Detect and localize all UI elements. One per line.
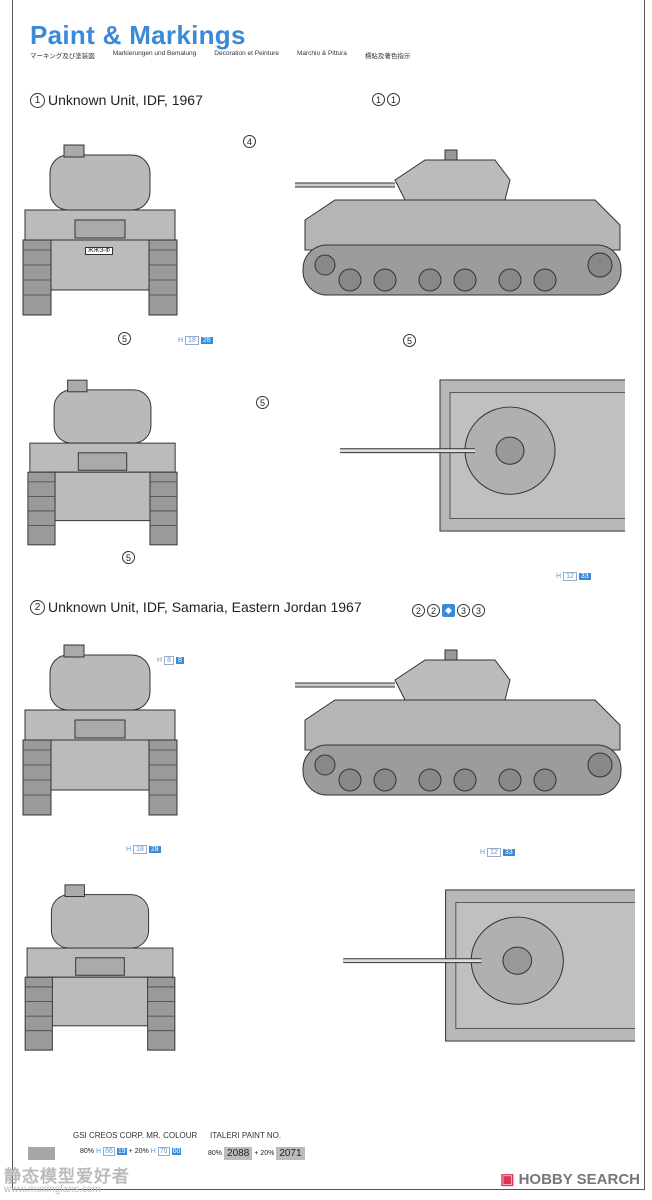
tank-rear-view (25, 375, 180, 550)
paint-code: 33 (578, 573, 591, 580)
callout-num: 5 (403, 334, 416, 347)
subtitle-de: Markierungen und Bemalung (112, 50, 197, 57)
page-frame (12, 0, 645, 1190)
tank-side-view (295, 140, 625, 310)
scheme-number: 1 (30, 92, 45, 108)
paint-h: H (126, 846, 132, 853)
callout-num: 5 (122, 551, 135, 564)
callout-num: 5 (118, 332, 131, 345)
paint-code: 33 (502, 849, 515, 856)
paint-h: H (178, 337, 184, 344)
page-title: Paint & Markings (30, 20, 246, 50)
watermark-url: www.moxingfans.com (4, 1184, 101, 1195)
callout-num: 5 (256, 396, 269, 409)
scheme-1-heading: 1 Unknown Unit, IDF, 1967 (30, 92, 203, 108)
decal-icon: ◆ (442, 604, 455, 617)
callout-num: 3 (457, 604, 470, 617)
callout-num: 4 (243, 135, 256, 148)
scheme-title: Unknown Unit, IDF, 1967 (48, 92, 203, 108)
italeri-code: 2088 (224, 1147, 253, 1160)
tank-front-view (20, 640, 180, 820)
paint-h: H (556, 573, 562, 580)
paint-code: 19 (116, 1148, 127, 1155)
subtitle-ja: マーキング及び塗装図 (30, 53, 95, 60)
callout-num: 2 (412, 604, 425, 617)
percent: + 20% (128, 1148, 149, 1155)
tank-rear-view (20, 880, 180, 1055)
tank-side-view (295, 640, 625, 810)
subtitle-fr: Decoration et Peinture (214, 50, 279, 57)
callout-num: 1 (372, 93, 385, 106)
tank-front-view (20, 140, 180, 320)
paint-h: H (157, 657, 163, 664)
scheme-number: 2 (30, 599, 45, 615)
callout-num: 2 (427, 604, 440, 617)
paint-number: 18 (133, 845, 147, 854)
scheme-title: Unknown Unit, IDF, Samaria, Eastern Jord… (48, 599, 362, 615)
paint-h: H (150, 1148, 156, 1155)
paint-number: 8 (164, 656, 174, 665)
callout-num: 3 (472, 604, 485, 617)
italeri-code: 2071 (276, 1147, 305, 1160)
paint-number: 12 (487, 848, 501, 857)
callout-front: 5 (118, 332, 131, 345)
paint-number: 66 (103, 1147, 115, 1156)
creos-mix: 80% H 66 19 + 20% H 70 60 (80, 1147, 182, 1156)
tank-top-view (205, 888, 635, 1043)
paint-code: 28 (148, 846, 161, 853)
percent: + 20% (254, 1150, 275, 1157)
hobby-search-logo: ▣ HOBBY SEARCH (500, 1170, 640, 1188)
percent: 80% (80, 1148, 95, 1155)
colour-swatch (28, 1147, 55, 1160)
logo-text: HOBBY SEARCH (518, 1171, 640, 1188)
paint-number: 18 (185, 336, 199, 345)
creos-label: GSI CREOS CORP. MR. COLOUR (73, 1131, 198, 1140)
watermark-cn: 静态模型爱好者 (4, 1167, 130, 1186)
paint-number: 12 (563, 572, 577, 581)
paint-h: H (96, 1148, 102, 1155)
logo-icon: ▣ (500, 1171, 519, 1188)
callout-side: 5 (403, 334, 416, 347)
callout-top: 5 (256, 396, 269, 409)
percent: 80% (208, 1150, 223, 1157)
paint-code: 8 (175, 657, 184, 664)
subtitle-row: マーキング及び塗装図 Markierungen und Bemalung Dec… (30, 50, 410, 60)
paint-code: 60 (171, 1148, 182, 1155)
paint-code: 28 (200, 337, 213, 344)
subtitle-it: Marchio & Pittura (296, 50, 347, 57)
paint-h: H (480, 849, 486, 856)
subtitle-zh: 標貼及著色指示 (364, 53, 411, 60)
callout-gun: 4 (243, 135, 256, 148)
scheme-2-heading: 2 Unknown Unit, IDF, Samaria, Eastern Jo… (30, 599, 362, 615)
callout-num: 1 (387, 93, 400, 106)
paint-number: 70 (157, 1147, 170, 1156)
italeri-mix: 80% 2088 + 20% 2071 (208, 1147, 305, 1160)
hull-marking: ЖЖЭ-Ф (85, 247, 113, 255)
callout-rear: 5 (122, 551, 135, 564)
italeri-label: ITALERI PAINT NO. (210, 1131, 282, 1140)
